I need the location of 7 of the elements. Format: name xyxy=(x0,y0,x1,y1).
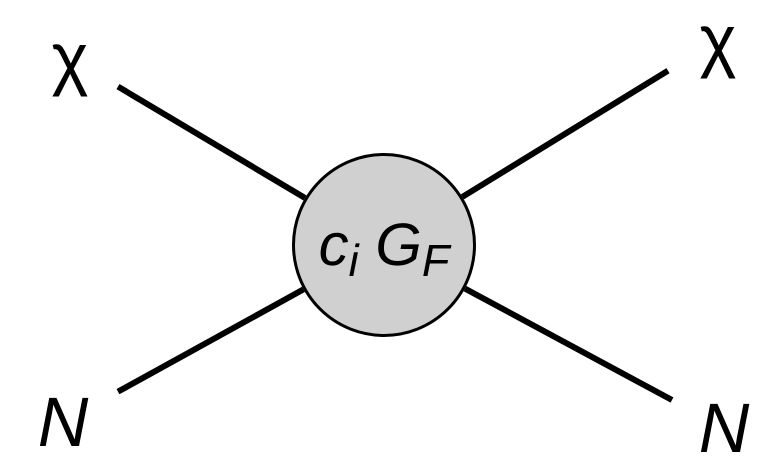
particle-label: N xyxy=(698,393,750,463)
particle-label: N xyxy=(38,387,88,457)
propagator-line xyxy=(464,286,674,403)
propagator-line xyxy=(116,286,305,394)
propagator-line xyxy=(116,84,306,200)
propagator-line xyxy=(460,68,670,200)
coupling-label: c$_{i}$ G$_{F}$ xyxy=(318,215,450,275)
